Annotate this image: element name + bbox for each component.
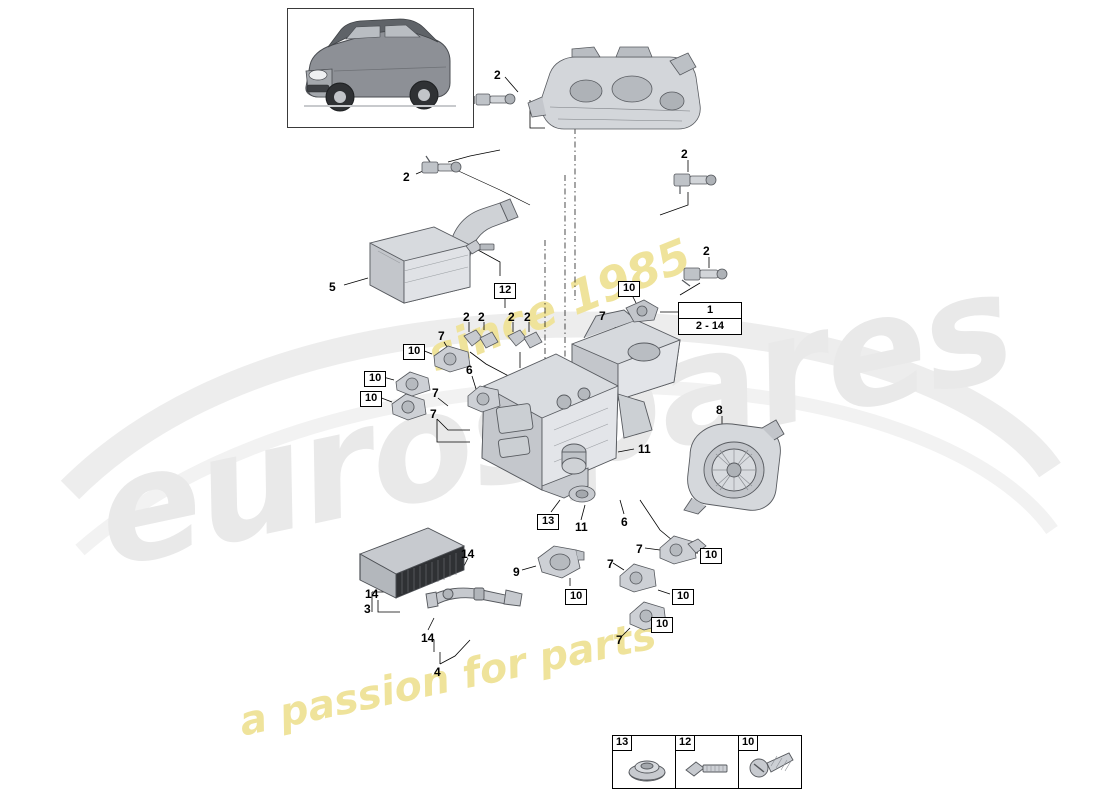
vehicle-illustration (304, 18, 456, 112)
part-number-label-7: 7 (432, 386, 439, 400)
legend: 13 12 (612, 735, 802, 789)
grommet-icon (628, 760, 666, 782)
screw-icon (749, 752, 794, 778)
part-air-duct-housing (369, 198, 519, 304)
part-number-label-13: 13 (537, 514, 560, 530)
part-number-label-2: 2 (478, 310, 485, 324)
part-number-label-3: 3 (364, 602, 371, 616)
part-number-label-11: 11 (575, 520, 588, 534)
part-number-label-7: 7 (438, 329, 445, 343)
part-number-label-2: 2 (524, 310, 531, 324)
legend-item-12: 12 (676, 736, 739, 788)
part-number-label-7: 7 (616, 633, 623, 647)
part-number-label-14: 14 (461, 547, 475, 561)
part-actuator-7d (619, 563, 657, 593)
part-blower-motor (683, 419, 785, 515)
part-number-label-7: 7 (607, 557, 614, 571)
part-number-label-10: 10 (618, 281, 641, 297)
part-number-label-10: 10 (360, 391, 383, 407)
bolt-icon (685, 761, 728, 777)
part-number-label-6: 6 (621, 515, 628, 529)
part-number-label-10: 10 (364, 371, 387, 387)
part-actuator-6a (467, 385, 501, 413)
part-number-label-10: 10 (700, 548, 723, 564)
part-bracket-upper (625, 299, 659, 323)
part-sensor-2a (473, 93, 516, 106)
part-number-label-7: 7 (636, 542, 643, 556)
part-number-label-8: 8 (716, 403, 723, 417)
part-upper-housing (527, 46, 701, 130)
part-number-label-14: 14 (421, 631, 435, 645)
part-number-label-2: 2 (494, 68, 501, 82)
part-number-label-10: 10 (403, 344, 426, 360)
legend-number-10: 10 (739, 736, 759, 751)
part-grommet-13 (568, 485, 596, 503)
legend-item-13: 13 (613, 736, 676, 788)
part-number-label-14: 14 (365, 587, 379, 601)
part-actuator-9 (537, 545, 585, 579)
part-number-label-11: 11 (638, 442, 651, 456)
legend-number-13: 13 (613, 736, 633, 751)
part-refrigerant-pipe (425, 587, 523, 609)
part-number-label-10: 10 (651, 617, 674, 633)
legend-item-10: 10 (739, 736, 801, 788)
part-number-label-12: 12 (494, 283, 517, 299)
part-number-label-2: 2 (403, 170, 410, 184)
part-sensor-2c (673, 173, 717, 194)
part-fastener-cluster (463, 329, 543, 349)
part-number-label-4: 4 (434, 665, 441, 679)
part-number-label-6: 6 (466, 363, 473, 377)
part-sensor-2b (421, 155, 462, 174)
part-number-label-7: 7 (430, 407, 437, 421)
legend-number-12: 12 (676, 736, 696, 751)
callout-group-top: 1 (679, 303, 741, 319)
part-number-label-9: 9 (513, 565, 520, 579)
part-sensor-2d (681, 267, 728, 287)
part-number-label-5: 5 (329, 280, 336, 294)
part-number-label-2: 2 (463, 310, 470, 324)
part-number-label-10: 10 (672, 589, 695, 605)
part-number-label-2: 2 (703, 244, 710, 258)
part-number-label-10: 10 (565, 589, 588, 605)
vehicle-thumbnail-box (287, 8, 474, 128)
part-bolt-12 (465, 239, 495, 255)
callout-group-1: 1 2 - 14 (678, 302, 742, 335)
part-number-label-2: 2 (681, 147, 688, 161)
part-number-label-7: 7 (599, 309, 606, 323)
part-number-label-2: 2 (508, 310, 515, 324)
callout-group-bottom: 2 - 14 (695, 320, 725, 332)
